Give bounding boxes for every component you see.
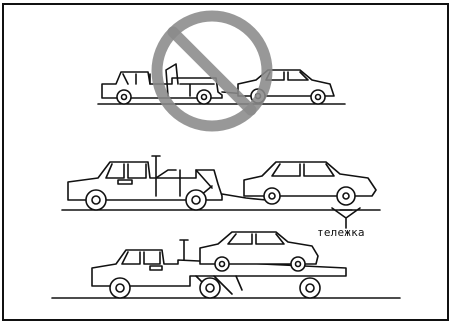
dolly-label: тележка	[317, 226, 365, 239]
towed-car-on-dolly	[244, 162, 376, 228]
towed-car-small	[238, 70, 334, 104]
prohibition-icon	[157, 16, 267, 126]
scene-flatbed-tow	[52, 232, 400, 298]
scene-prohibited-tow	[98, 16, 345, 126]
tow-truck-dolly	[68, 156, 266, 210]
scene-dolly-tow	[62, 156, 380, 228]
